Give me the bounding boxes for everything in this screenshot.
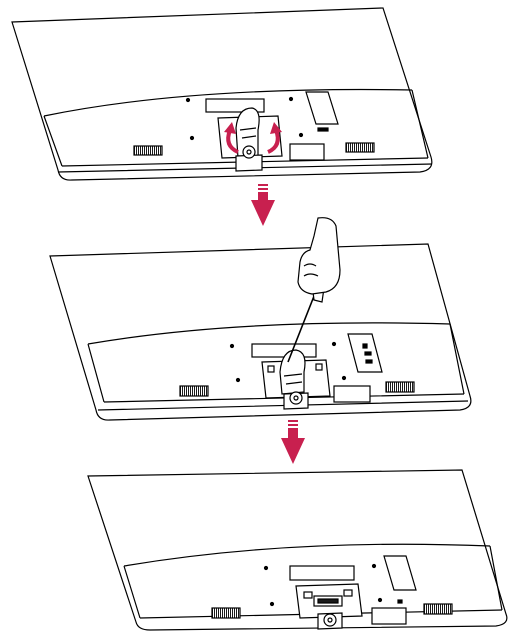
port-slot [398,600,402,603]
screw-hole [265,567,268,570]
screw-hole [343,377,346,380]
port-slot [365,352,371,355]
speaker-grille-left [212,608,240,618]
screw-hole [237,379,240,382]
step-1-monitor-back [12,8,432,180]
port-slot [318,128,328,131]
down-arrow [251,184,275,226]
screw-hole [290,98,293,101]
screw-hole [187,99,190,102]
rear-label-plate [252,344,316,357]
down-arrow [281,420,305,464]
stand-screw-center [294,396,298,400]
screw-hole [373,565,376,568]
stand-screw-center [328,618,332,622]
speaker-grille-right [386,382,414,392]
screw-hole [379,599,382,602]
mount-clip [316,364,322,370]
screw-hole [231,345,234,348]
step-2-monitor-back [50,244,471,420]
step-3-monitor-back [88,470,507,630]
screw-hole [271,603,274,606]
speaker-grille-right [346,143,374,152]
port-slot [366,360,372,363]
mount-clip [268,366,274,372]
hand-icon [298,218,340,294]
stand-screw-center [247,150,251,154]
port-slot [363,344,367,348]
mount-clip [304,592,312,598]
screw-hole [333,343,336,346]
rear-label-plate-2 [372,608,406,624]
mount-clip [344,590,352,596]
screw-hole [300,134,303,137]
rear-label-plate-2 [334,386,370,402]
screw-hole [191,137,194,140]
rear-label-plate-2 [290,144,324,160]
stand-hinge [280,350,305,394]
speaker-grille-left [134,146,162,155]
hinge-slot-opening [318,599,338,603]
speaker-grille-right [424,604,452,614]
monitor-panel-outline [50,244,471,420]
rear-label-plate [290,566,354,580]
speaker-grille-left [180,386,208,396]
